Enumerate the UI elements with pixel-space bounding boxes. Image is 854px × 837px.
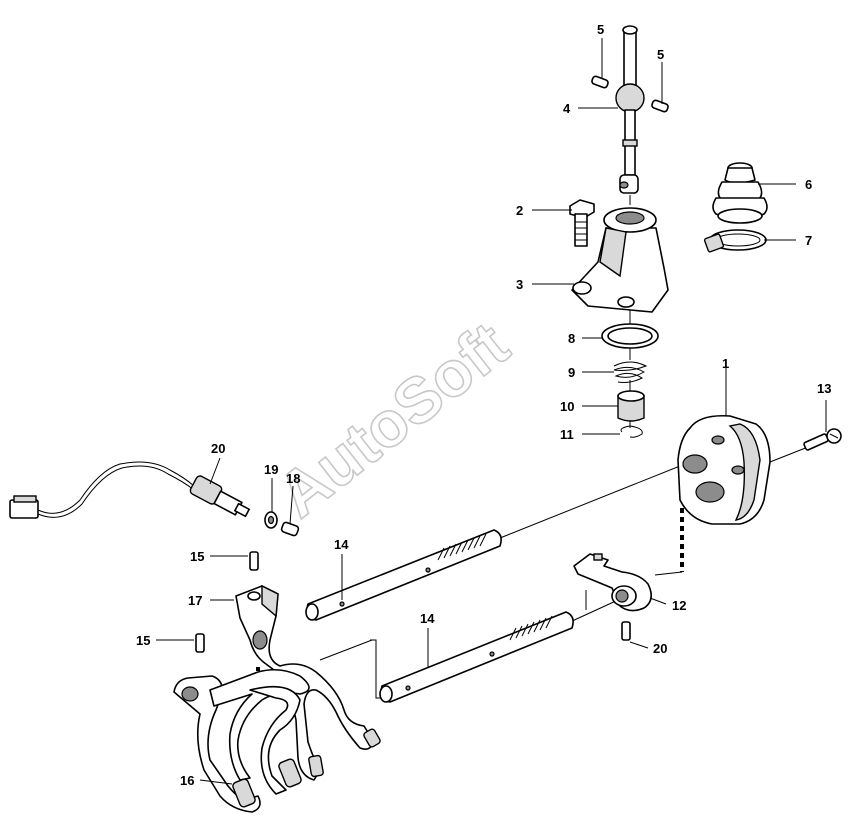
callout-20-pin: 20	[653, 641, 667, 656]
circlip	[620, 425, 643, 438]
callout-13: 13	[817, 381, 831, 396]
switch-plug	[280, 521, 300, 537]
finger-roll-pin	[621, 621, 631, 641]
lever-pin-right	[651, 99, 669, 113]
callout-labels: 1 2 3 4 5 5 6 7 8 9 10 11 12 13 14 14 15…	[136, 22, 831, 788]
bushing	[617, 390, 645, 422]
callout-5-right: 5	[657, 47, 664, 62]
hose-clamp	[703, 229, 767, 253]
lever-pin-left	[591, 75, 609, 89]
shift-rod-upper	[305, 529, 502, 621]
callout-2: 2	[516, 203, 523, 218]
callout-11: 11	[560, 427, 574, 442]
callout-3: 3	[516, 277, 523, 292]
fork-pin-upper	[249, 551, 259, 571]
callout-18: 18	[286, 471, 300, 486]
callout-14-upper: 14	[334, 537, 349, 552]
lever-housing	[571, 207, 669, 313]
fork-pin-lower	[195, 633, 205, 653]
callout-5-left: 5	[597, 22, 604, 37]
shift-rod-lower	[379, 611, 574, 703]
callout-10: 10	[560, 399, 574, 414]
callout-7: 7	[805, 233, 812, 248]
shift-lever	[615, 25, 645, 194]
callout-15-lower: 15	[136, 633, 150, 648]
cover-screw	[803, 428, 842, 451]
housing-bolt	[569, 199, 595, 247]
selector-finger	[573, 553, 652, 612]
callout-20-switch: 20	[211, 441, 225, 456]
callout-16: 16	[180, 773, 194, 788]
switch-washer	[264, 511, 278, 529]
callout-19: 19	[264, 462, 278, 477]
shift-cover	[677, 414, 771, 525]
shift-fork-front	[173, 668, 310, 813]
callout-12: 12	[672, 598, 686, 613]
callout-6: 6	[805, 177, 812, 192]
callout-4: 4	[563, 101, 571, 116]
callout-17: 17	[188, 593, 202, 608]
callout-15-upper: 15	[190, 549, 204, 564]
gasket-ring	[601, 323, 659, 349]
callout-9: 9	[568, 365, 575, 380]
callout-14-lower: 14	[420, 611, 435, 626]
watermark: AutoSoft	[264, 308, 521, 531]
rubber-boot	[712, 162, 768, 224]
leader-lines	[156, 38, 827, 785]
neutral-switch	[9, 461, 250, 519]
spring	[613, 361, 648, 383]
callout-1: 1	[722, 356, 729, 371]
callout-8: 8	[568, 331, 575, 346]
